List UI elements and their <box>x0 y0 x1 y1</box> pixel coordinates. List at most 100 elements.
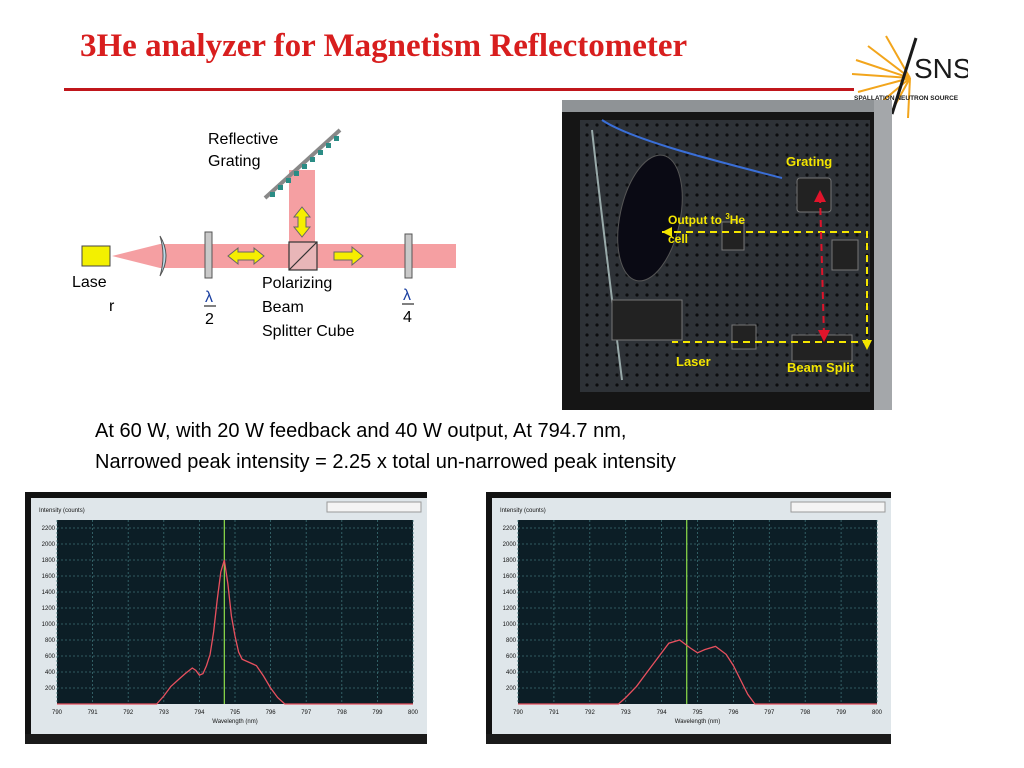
y-tick-label: 1400 <box>503 590 517 596</box>
spectrum-line <box>57 559 413 705</box>
quarter-wave-plate <box>404 233 413 279</box>
fiber-cable <box>601 119 783 179</box>
x-axis-label: Wavelength (nm) <box>675 719 720 725</box>
quarter-wave-lambda: λ <box>403 287 411 304</box>
half-wave-lambda: λ <box>205 289 213 306</box>
x-axis-label: Wavelength (nm) <box>212 719 257 725</box>
x-tick-label: 796 <box>728 710 739 716</box>
x-tick-label: 799 <box>836 710 847 716</box>
y-tick-label: 200 <box>45 686 56 692</box>
y-tick-label: 1000 <box>503 622 517 628</box>
y-tick-label: 2200 <box>42 526 56 532</box>
logo-slash <box>890 37 918 115</box>
cube-label-3: Splitter Cube <box>262 323 355 340</box>
x-tick-label: 800 <box>872 710 883 716</box>
y-tick-label: 400 <box>506 670 517 676</box>
y-tick-label: 1600 <box>503 574 517 580</box>
y-tick-label: 1800 <box>503 558 517 564</box>
half-wave-denominator: 2 <box>205 311 214 328</box>
photo-right-edge <box>874 100 892 410</box>
y-tick-label: 600 <box>45 654 56 660</box>
y-tick-label: 1200 <box>42 606 56 612</box>
red-arrowhead-down-icon <box>818 330 830 342</box>
photo-label-grating: Grating <box>786 154 832 169</box>
optical-table-photo: Grating Output to 3He cell Laser Beam Sp… <box>562 100 892 410</box>
beam-splitter-cube <box>288 241 318 271</box>
x-tick-label: 792 <box>123 710 134 716</box>
y-tick-label: 1000 <box>42 622 56 628</box>
x-tick-label: 796 <box>266 710 277 716</box>
logo-text: SNS <box>914 53 968 84</box>
sns-logo: SNS SPALLATION NEUTRON SOURCE <box>851 35 968 119</box>
x-tick-label: 797 <box>301 710 312 716</box>
caption-line-2: Narrowed peak intensity = 2.25 x total u… <box>95 451 676 473</box>
cable <box>591 129 623 381</box>
x-tick-label: 791 <box>549 710 560 716</box>
caption-line-1: At 60 W, with 20 W feedback and 40 W out… <box>95 420 627 442</box>
x-tick-label: 790 <box>52 710 63 716</box>
path-arrowhead-icon <box>862 340 872 350</box>
monitor-bottom <box>25 734 427 744</box>
y-tick-label: 2000 <box>42 542 56 548</box>
red-arrowhead-up-icon <box>814 190 826 202</box>
photo-label-output: Output to 3He <box>668 212 745 227</box>
double-arrow-icon <box>227 246 265 266</box>
cube-label-2: Beam <box>262 299 304 316</box>
output-arrowhead-icon <box>662 227 672 237</box>
x-tick-label: 800 <box>408 710 419 716</box>
x-tick-label: 797 <box>764 710 775 716</box>
reflective-grating <box>263 128 342 200</box>
y-tick-label: 1400 <box>42 590 56 596</box>
x-tick-label: 799 <box>372 710 383 716</box>
beam-taper <box>112 244 160 268</box>
x-tick-label: 793 <box>621 710 632 716</box>
y-tick-label: 800 <box>45 638 56 644</box>
x-tick-label: 798 <box>800 710 811 716</box>
x-tick-label: 798 <box>337 710 348 716</box>
y-tick-label: 2200 <box>503 526 517 532</box>
grating-label-2: Grating <box>208 153 260 170</box>
title-rule <box>64 88 854 91</box>
y-axis-label: Intensity (counts) <box>500 508 546 514</box>
x-tick-label: 792 <box>585 710 596 716</box>
window-status-box <box>790 501 886 513</box>
vertical-arrow-icon <box>292 206 312 238</box>
x-tick-label: 794 <box>657 710 668 716</box>
y-tick-label: 1200 <box>503 606 517 612</box>
large-mirror <box>617 154 683 282</box>
optics-diagram: Reflective Grating Lase r λ 2 Polarizing… <box>72 128 456 340</box>
x-tick-label: 791 <box>88 710 99 716</box>
x-tick-label: 795 <box>230 710 241 716</box>
y-tick-label: 2000 <box>503 542 517 548</box>
quarter-wave-denominator: 4 <box>403 309 412 326</box>
photo-label-cell: cell <box>668 232 688 246</box>
x-tick-label: 790 <box>513 710 524 716</box>
photo-top-edge <box>562 100 892 112</box>
optical-mounts <box>611 177 859 362</box>
y-tick-label: 1600 <box>42 574 56 580</box>
grating-label-1: Reflective <box>208 131 278 148</box>
window-status-box <box>326 501 422 513</box>
lens <box>159 235 167 277</box>
laser-label-2: r <box>109 298 115 315</box>
logo-subtitle: SPALLATION NEUTRON SOURCE <box>854 95 959 102</box>
photo-label-laser: Laser <box>676 354 711 369</box>
photo-label-beam-split: Beam Split <box>787 360 855 375</box>
laser-label-1: Lase <box>72 274 107 291</box>
slide-title: 3He analyzer for Magnetism Reflectometer <box>80 28 688 64</box>
y-tick-label: 1800 <box>42 558 56 564</box>
spectrum-chart-narrowed: 790 791 792 793 794 795 796 797 798 799 800 200 400 6… <box>25 492 427 744</box>
monitor-bottom <box>486 734 891 744</box>
y-tick-label: 600 <box>506 654 517 660</box>
spectrum-line <box>518 639 877 705</box>
beam-path-yellow <box>662 231 868 343</box>
y-tick-label: 800 <box>506 638 517 644</box>
cube-label-1: Polarizing <box>262 275 332 292</box>
x-tick-label: 794 <box>194 710 205 716</box>
right-arrow-icon <box>333 245 364 267</box>
laser-source <box>81 245 111 267</box>
y-axis-label: Intensity (counts) <box>39 508 85 514</box>
y-tick-label: 400 <box>45 670 56 676</box>
x-tick-label: 793 <box>159 710 170 716</box>
